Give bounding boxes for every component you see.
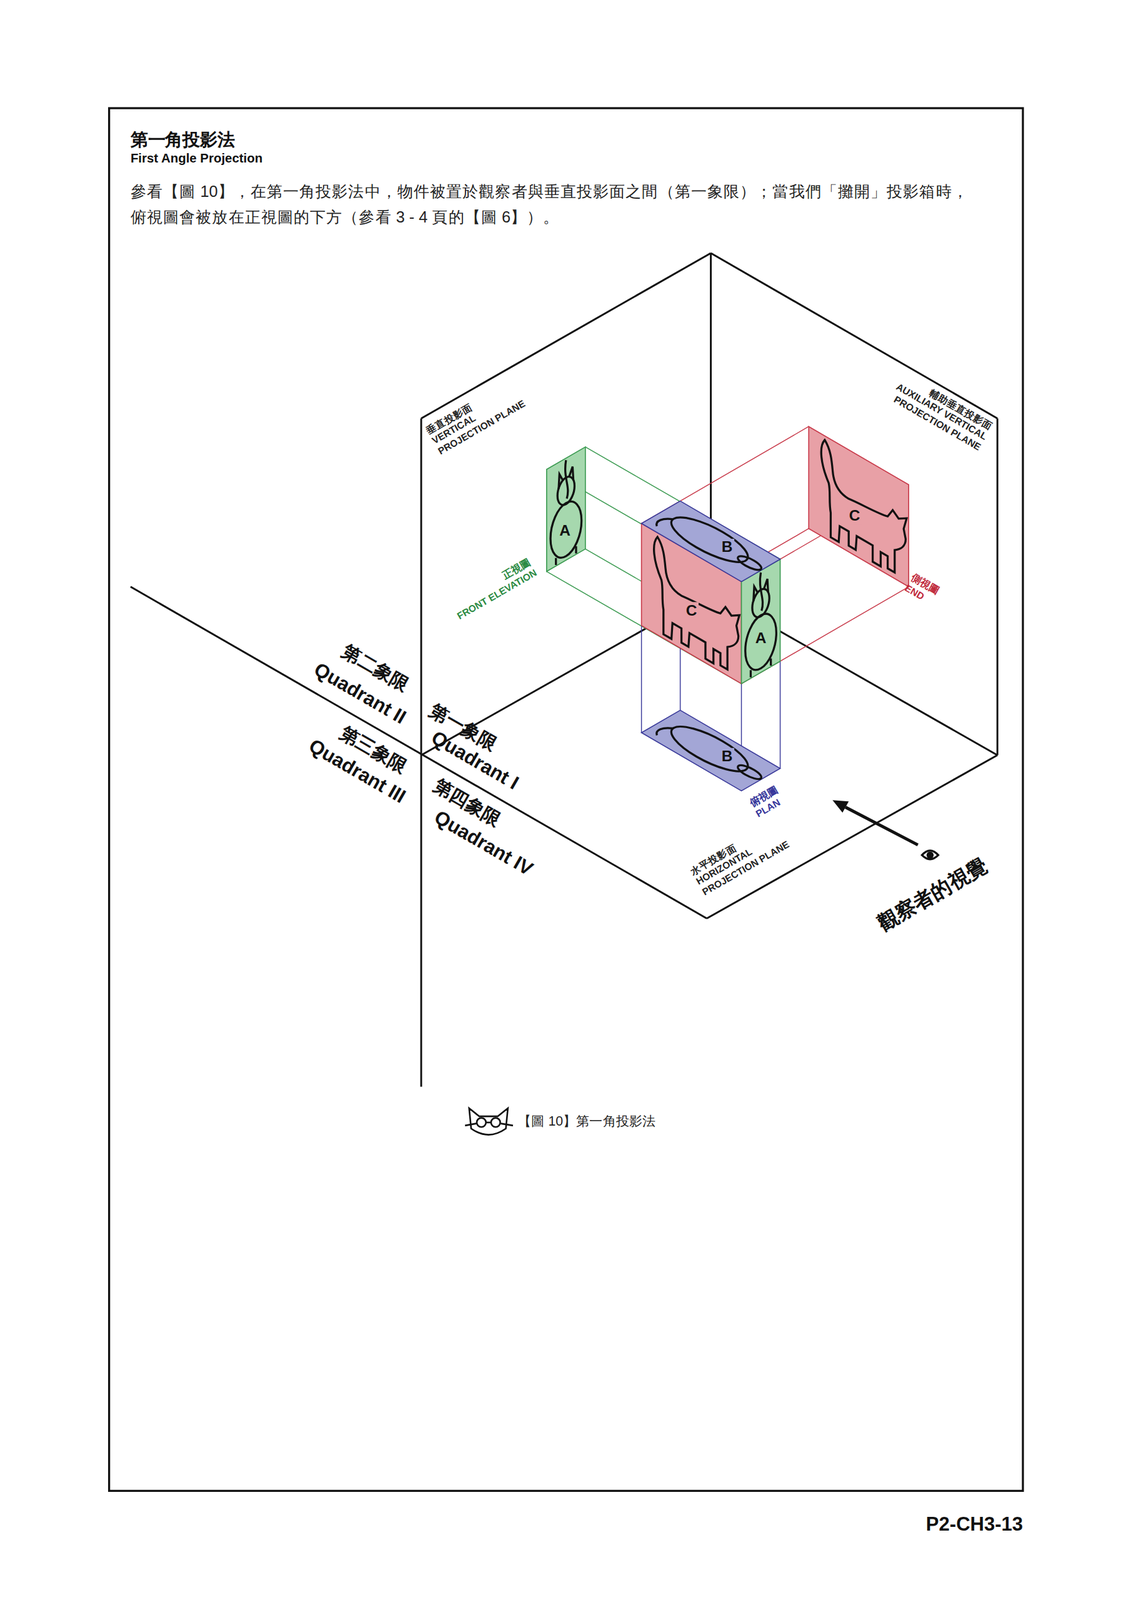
view-letter: B <box>719 747 735 765</box>
cat-top-part <box>652 516 673 528</box>
label-group: P2-CH3-13 <box>819 1512 1023 1536</box>
cat-top <box>652 716 774 787</box>
cat-back-part <box>745 606 777 678</box>
label-group: 【圖 10】第一角投影法 <box>518 1112 656 1129</box>
cat-back <box>745 563 777 681</box>
cat-icon-part <box>486 1121 492 1124</box>
label-group: 第一角投影法First Angle Projection <box>130 130 906 167</box>
view-label: FRONT ELEVATION <box>444 566 540 628</box>
eye-symbol-part <box>927 852 933 858</box>
cat-top-part <box>660 720 759 778</box>
viewer-arrow-part <box>845 806 918 845</box>
view-letter: C <box>683 601 699 619</box>
object-top-face <box>641 501 781 582</box>
label-group: B <box>714 746 740 765</box>
viewer-arrow <box>834 801 918 845</box>
eye-symbol <box>921 850 938 860</box>
cat-side-part <box>821 438 907 582</box>
view-letter: C <box>847 506 863 524</box>
projector-lines-part <box>641 625 642 733</box>
projection-box-part <box>711 253 998 419</box>
label-group: 垂直投影面VERTICAL PROJECTION PLANE <box>424 371 538 457</box>
label-group: 輔助垂直投影面AUXILIARY VERTICAL PROJECTION PLA… <box>867 359 995 454</box>
caption: 【圖 10】第一角投影法 <box>518 1112 656 1129</box>
cat-back-part <box>759 571 763 612</box>
label-group: 水平投影面HORIZONTAL PROJECTION PLANE <box>688 814 798 898</box>
eye-symbol-part <box>921 850 938 860</box>
view-letter: A <box>752 629 768 647</box>
label-group: C <box>842 506 867 525</box>
label-group: 觀察者的視覺 <box>872 852 992 936</box>
cat-icon <box>464 1107 514 1135</box>
viewer-label: 觀察者的視覺 <box>872 852 992 936</box>
label-group: A <box>748 628 773 647</box>
cat-back-part <box>753 577 769 602</box>
cat-icon-part <box>491 1117 501 1128</box>
projector-lines-part <box>779 661 781 768</box>
cat-back-part <box>558 466 574 490</box>
cat-back-part <box>565 459 568 500</box>
cat-side <box>654 534 740 679</box>
cat-side <box>821 438 907 582</box>
label-group: 側視圖END <box>902 571 960 618</box>
cat-icon-part <box>476 1117 487 1128</box>
heading: 第一角投影法 <box>130 130 906 152</box>
page-number: P2-CH3-13 <box>819 1512 1023 1536</box>
projection-box-part <box>130 586 707 919</box>
end-view-face <box>808 426 909 587</box>
cat-back-part <box>750 658 771 678</box>
cat-icon-part <box>500 1123 514 1126</box>
label-group: 正視圖FRONT ELEVATION <box>438 556 539 628</box>
cat-side-part <box>654 534 740 679</box>
viewer-arrow-part <box>834 801 848 812</box>
cat-top-part <box>652 724 673 737</box>
label-group: 參看【圖 10】，在第一角投影法中，物件被置於觀察者與垂直投影面之間（第一象限）… <box>130 179 983 230</box>
cat-icon-part <box>464 1123 477 1126</box>
projection-box-part <box>421 253 712 419</box>
plan-face <box>641 709 781 791</box>
cat-back <box>550 451 582 568</box>
subtitle: First Angle Projection <box>130 151 906 167</box>
cat-top <box>652 508 774 578</box>
cat-top-part <box>734 762 765 781</box>
projection-box <box>130 253 998 1087</box>
projector-lines <box>641 426 910 683</box>
view-letter: B <box>719 538 735 556</box>
label-group: A <box>553 521 578 540</box>
page-frame <box>109 108 1023 1491</box>
cat-back-part <box>556 546 577 565</box>
label-group: C <box>679 601 704 620</box>
cat-top-part <box>734 554 765 572</box>
label-group: 俯視圖PLAN <box>747 773 804 820</box>
projection-box-part <box>996 418 999 755</box>
label-group: B <box>714 537 740 556</box>
projector-lines <box>546 446 781 684</box>
projection-box-part <box>420 418 423 1087</box>
cat-icon-part <box>469 1107 509 1135</box>
view-letter: A <box>557 522 573 540</box>
body-text: 參看【圖 10】，在第一角投影法中，物件被置於觀察者與垂直投影面之間（第一象限）… <box>130 179 983 230</box>
front-elevation-face <box>546 446 586 572</box>
cat-back-part <box>550 494 582 566</box>
cat-top-part <box>660 511 759 568</box>
